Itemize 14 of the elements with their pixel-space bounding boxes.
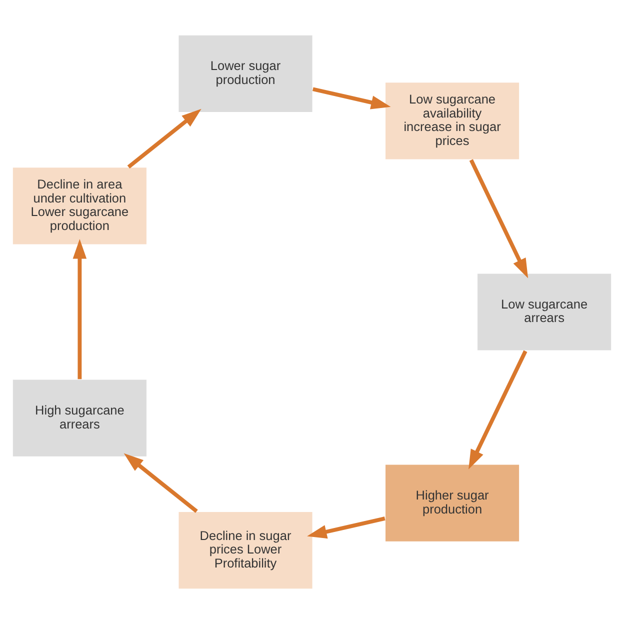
arrow [469,159,528,278]
arrow [127,108,202,169]
node-box: Low sugarcane arrears [476,272,612,352]
node-box: Lower sugar production [178,34,314,113]
arrow [468,350,528,470]
node-box: Higher sugar production [384,464,520,542]
arrow [124,453,198,513]
node-box: Low sugarcane availability increase in sugar prices [384,82,520,160]
node-box: High sugarcane arrears [12,378,148,458]
arrow [307,516,386,539]
node-box: Decline in sugar prices Lower Profitability [178,511,314,590]
arrow [72,239,87,380]
arrow [312,87,391,110]
node-box: Decline in area under cultivation Lower sugarcane production [12,166,148,246]
